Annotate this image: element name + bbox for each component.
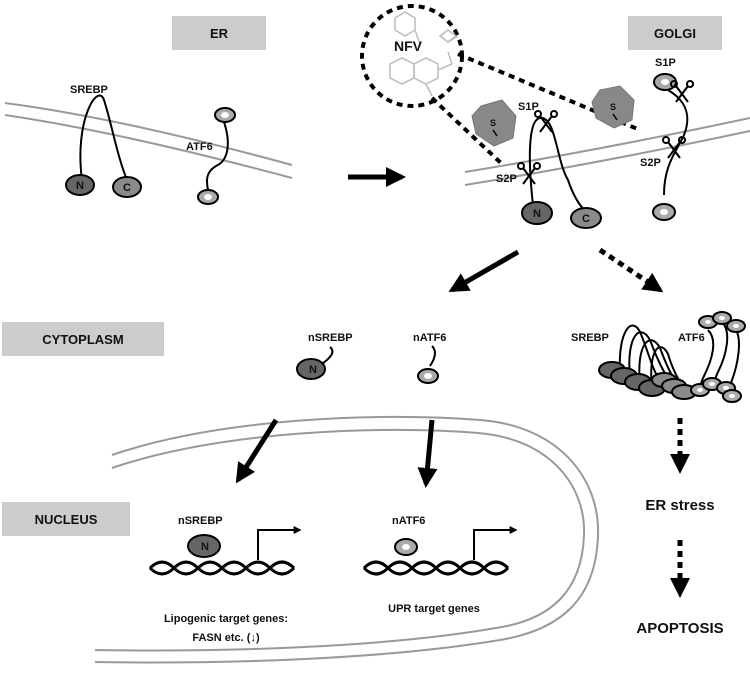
svg-text:C: C <box>582 213 590 225</box>
golgi-to-aggregate-arrow <box>598 247 664 293</box>
golgi-membrane <box>464 117 750 186</box>
svg-text:NFV: NFV <box>394 38 423 54</box>
svg-text:SREBP: SREBP <box>70 84 108 96</box>
svg-text:S2P: S2P <box>496 173 517 185</box>
s-protease-1: S <box>471 99 517 147</box>
svg-text:nSREBP: nSREBP <box>308 332 353 344</box>
natf6-import-arrow <box>417 419 438 488</box>
natf6-dna-complex: nATF6 <box>362 515 518 576</box>
svg-text:nSREBP: nSREBP <box>178 515 223 527</box>
svg-text:nATF6: nATF6 <box>413 332 446 344</box>
svg-text:CYTOPLASM: CYTOPLASM <box>42 332 123 347</box>
srebp-er: SREBP N C <box>65 84 142 198</box>
nuclear-envelope <box>94 415 600 664</box>
scissors-icon <box>662 136 686 159</box>
atf6-golgi: S1P S2P <box>640 57 694 221</box>
svg-text:N: N <box>201 541 209 553</box>
nucleus-label: NUCLEUS <box>2 502 130 536</box>
svg-text:S: S <box>490 118 496 128</box>
cytoplasm-label: CYTOPLASM <box>2 322 164 356</box>
scissors-icon <box>670 80 694 103</box>
nsrebp-dna-complex: nSREBP N <box>148 515 302 576</box>
protein-aggregate: SREBP ATF6 <box>571 311 746 403</box>
svg-text:S: S <box>610 102 616 112</box>
srebp-golgi: S1P S2P N C <box>496 101 602 229</box>
svg-text:N: N <box>533 208 541 220</box>
svg-text:GOLGI: GOLGI <box>654 26 696 41</box>
fasn-label: FASN etc. (↓) <box>192 632 260 644</box>
golgi-to-cytoplasm-arrow <box>448 249 520 293</box>
atf6-er: ATF6 <box>186 107 236 205</box>
svg-text:S1P: S1P <box>518 101 539 113</box>
svg-text:S2P: S2P <box>640 157 661 169</box>
nfv-drug: NFV <box>360 4 464 108</box>
er-label: ER <box>172 16 266 50</box>
nfv-inhibition-lines <box>430 52 641 167</box>
svg-text:N: N <box>76 180 84 192</box>
s-protease-2: S <box>591 85 635 129</box>
svg-text:C: C <box>123 182 131 194</box>
svg-text:N: N <box>309 364 317 376</box>
apoptosis-label: APOPTOSIS <box>636 620 723 637</box>
down-arrow-icon: ↓ <box>250 632 256 644</box>
nsrebp-import-arrow <box>235 418 279 484</box>
scissors-icon <box>534 110 558 133</box>
svg-text:ER: ER <box>210 26 229 41</box>
svg-text:NUCLEUS: NUCLEUS <box>35 512 98 527</box>
natf6-cytoplasm: nATF6 <box>413 332 446 384</box>
svg-text:nATF6: nATF6 <box>392 515 425 527</box>
golgi-label: GOLGI <box>628 16 722 50</box>
svg-text:SREBP: SREBP <box>571 332 609 344</box>
er-stress-label: ER stress <box>645 497 714 514</box>
svg-text:S1P: S1P <box>655 57 676 69</box>
er-membrane <box>4 102 293 179</box>
svg-text:ATF6: ATF6 <box>186 141 213 153</box>
upr-genes-label: UPR target genes <box>388 603 480 615</box>
lipogenic-genes-label: Lipogenic target genes: <box>164 613 288 625</box>
svg-text:ATF6: ATF6 <box>678 332 705 344</box>
nsrebp-cytoplasm: nSREBP N <box>296 332 353 380</box>
scissors-icon <box>517 162 541 185</box>
